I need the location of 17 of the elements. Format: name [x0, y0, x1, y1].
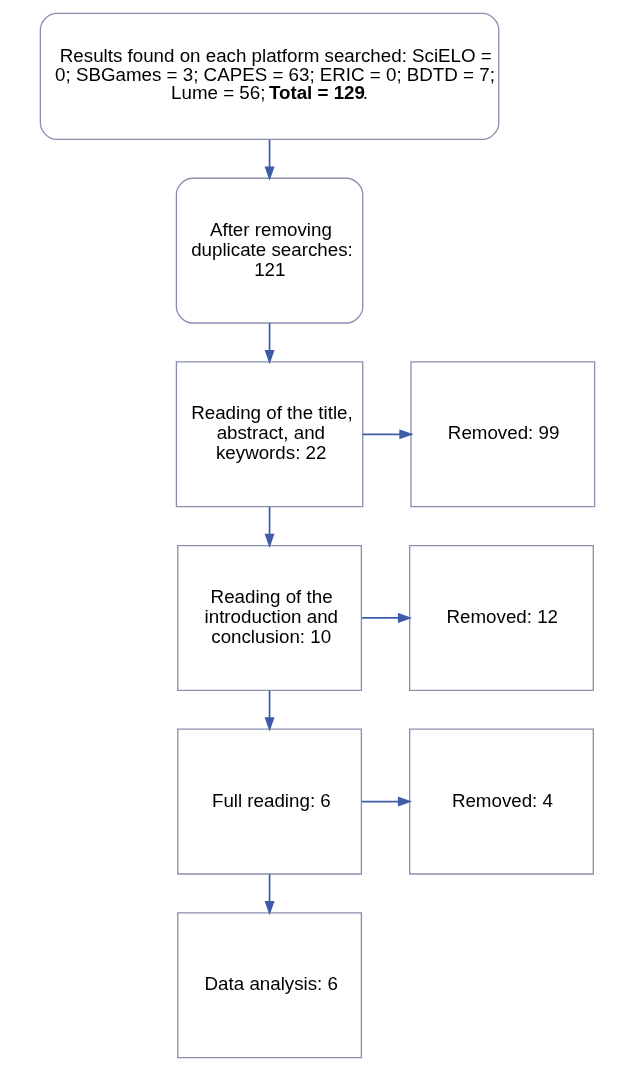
node-box: Full reading: 6 — [177, 728, 363, 875]
node-box: After removing duplicate searches: 121 — [175, 177, 364, 324]
arrow — [361, 429, 414, 440]
arrow — [264, 322, 275, 365]
node-box: Reading of the introduction and conclusion: 10 — [177, 544, 363, 691]
node-box: Removed: 12 — [409, 544, 594, 691]
arrow — [264, 873, 275, 916]
arrow — [264, 506, 275, 548]
arrow — [361, 796, 413, 807]
arrow — [264, 138, 275, 181]
node-box: Removed: 99 — [410, 361, 596, 508]
node-box: Data analysis: 6 — [177, 912, 363, 1059]
node-box: Results found on each platform searched: SciELO = 0; SBGames = 3; CAPES = 63; ERIC = 0; BDTD = 7; Lume = 56; Total = 129. — [39, 12, 500, 141]
arrow — [361, 612, 413, 623]
node-box: Reading of the title, abstract, and keywords: 22 — [175, 361, 364, 508]
node-box: Removed: 4 — [409, 728, 594, 875]
arrow — [264, 689, 275, 732]
